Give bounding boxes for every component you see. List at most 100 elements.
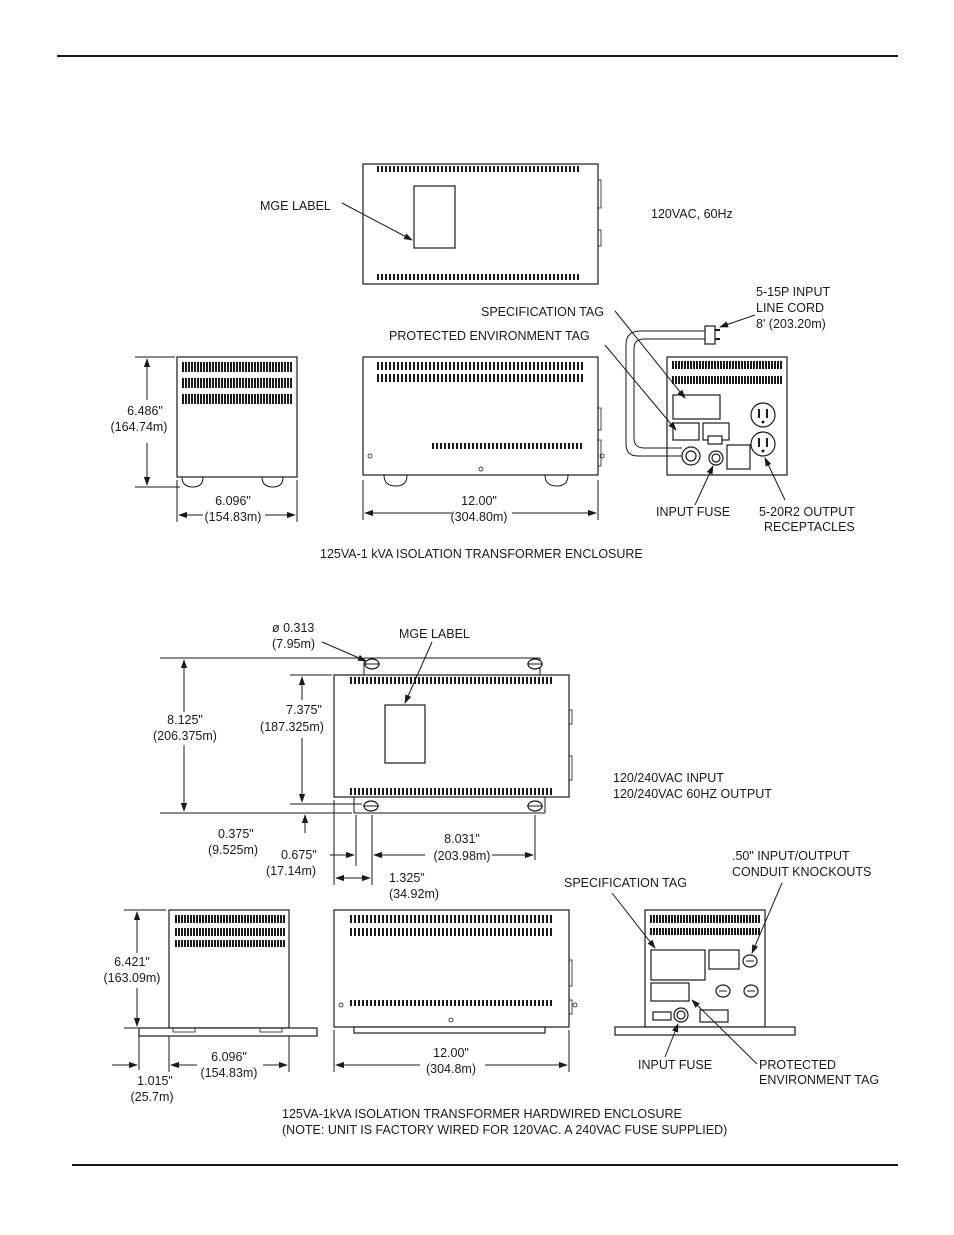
vent-slot	[462, 928, 464, 936]
vent-slot	[530, 928, 532, 936]
vent-slot	[510, 1000, 512, 1006]
vent-slots	[182, 378, 292, 388]
vent-slot	[433, 166, 435, 172]
vent-slot	[510, 915, 512, 923]
vent-slot	[557, 274, 559, 280]
vent-slot	[573, 274, 575, 280]
vent-slot	[565, 274, 567, 280]
vent-slot	[409, 362, 411, 370]
vent-slot	[556, 443, 558, 449]
vent-slot	[187, 915, 189, 923]
vent-slot	[494, 677, 496, 684]
vent-slot	[446, 677, 448, 684]
voltage-note-line-1: 120/240VAC INPUT	[613, 771, 724, 785]
vent-slot	[208, 915, 210, 923]
vent-slot	[175, 940, 177, 947]
vent-slot	[549, 362, 551, 370]
front-view	[362, 356, 605, 487]
vent-slot	[406, 677, 408, 684]
vent-slot	[390, 677, 392, 684]
vent-slot	[474, 788, 476, 795]
vent-slot	[181, 940, 183, 947]
vent-slot	[244, 940, 246, 947]
vent-slot	[271, 928, 273, 936]
vent-slot	[473, 274, 475, 280]
bottom-caption-line-1: 125VA-1kVA ISOLATION TRANSFORMER HARDWIR…	[282, 1107, 682, 1121]
vent-slot	[269, 362, 271, 372]
vent-slot	[385, 374, 387, 382]
vent-slot	[362, 1000, 364, 1006]
vent-slot	[711, 376, 713, 384]
vent-slot	[485, 374, 487, 382]
vent-slot	[377, 274, 379, 280]
vent-slot	[275, 394, 277, 404]
vent-slot	[223, 915, 225, 923]
vent-slot	[747, 376, 749, 384]
vent-slot	[456, 443, 458, 449]
vent-slot	[501, 166, 503, 172]
length-dim-inch: 12.00"	[461, 494, 497, 508]
vent-slot	[209, 378, 211, 388]
vent-slot	[281, 378, 283, 388]
vent-slot	[481, 166, 483, 172]
vent-slot	[197, 362, 199, 372]
vent-slot	[698, 928, 700, 935]
vent-slot	[454, 928, 456, 936]
vent-slot	[768, 376, 770, 384]
vent-slot	[534, 788, 536, 795]
vent-slot	[358, 915, 360, 923]
vent-slot	[681, 361, 683, 369]
vent-slot	[765, 376, 767, 384]
vent-slot	[448, 443, 450, 449]
vent-slot	[184, 940, 186, 947]
vent-slot	[354, 788, 356, 795]
vent-slot	[224, 362, 226, 372]
vent-slot	[470, 915, 472, 923]
vent-slot	[453, 274, 455, 280]
vent-slot	[683, 928, 685, 935]
vent-slot	[438, 788, 440, 795]
vent-slot	[704, 928, 706, 935]
hw-width-inch: 6.096"	[211, 1050, 247, 1064]
vent-slot	[377, 362, 379, 370]
vent-slot	[466, 928, 468, 936]
vent-slot	[254, 394, 256, 404]
vent-slot	[518, 788, 520, 795]
vent-slot	[229, 915, 231, 923]
vent-slots	[432, 443, 582, 449]
vent-slot	[413, 362, 415, 370]
vent-slot	[398, 1000, 400, 1006]
vent-slot	[493, 274, 495, 280]
vent-slot	[277, 940, 279, 947]
vent-slot	[485, 166, 487, 172]
vent-slot	[426, 928, 428, 936]
vent-slot	[473, 374, 475, 382]
vent-slot	[265, 915, 267, 923]
vent-slot	[522, 788, 524, 795]
vent-slot	[268, 940, 270, 947]
vent-slot	[256, 928, 258, 936]
vent-slot	[692, 928, 694, 935]
vent-slot	[381, 166, 383, 172]
width-dim-metric: (154.83m)	[205, 510, 262, 524]
vent-slot	[753, 376, 755, 384]
vent-slot	[538, 1000, 540, 1006]
vent-slot	[271, 915, 273, 923]
vent-slot	[726, 376, 728, 384]
vent-slot	[735, 376, 737, 384]
vent-slot	[492, 443, 494, 449]
vent-slots	[377, 362, 583, 370]
vent-slot	[771, 361, 773, 369]
vent-slots	[672, 376, 782, 384]
vent-slot	[750, 361, 752, 369]
vent-slot	[197, 378, 199, 388]
vent-slot	[386, 1000, 388, 1006]
vent-slot	[370, 1000, 372, 1006]
hardwired-front-view	[333, 909, 578, 1034]
vent-slot	[251, 394, 253, 404]
vent-slot	[656, 928, 658, 935]
vent-slot	[561, 374, 563, 382]
vent-slot	[238, 940, 240, 947]
vent-slot	[552, 443, 554, 449]
vent-slot	[405, 166, 407, 172]
